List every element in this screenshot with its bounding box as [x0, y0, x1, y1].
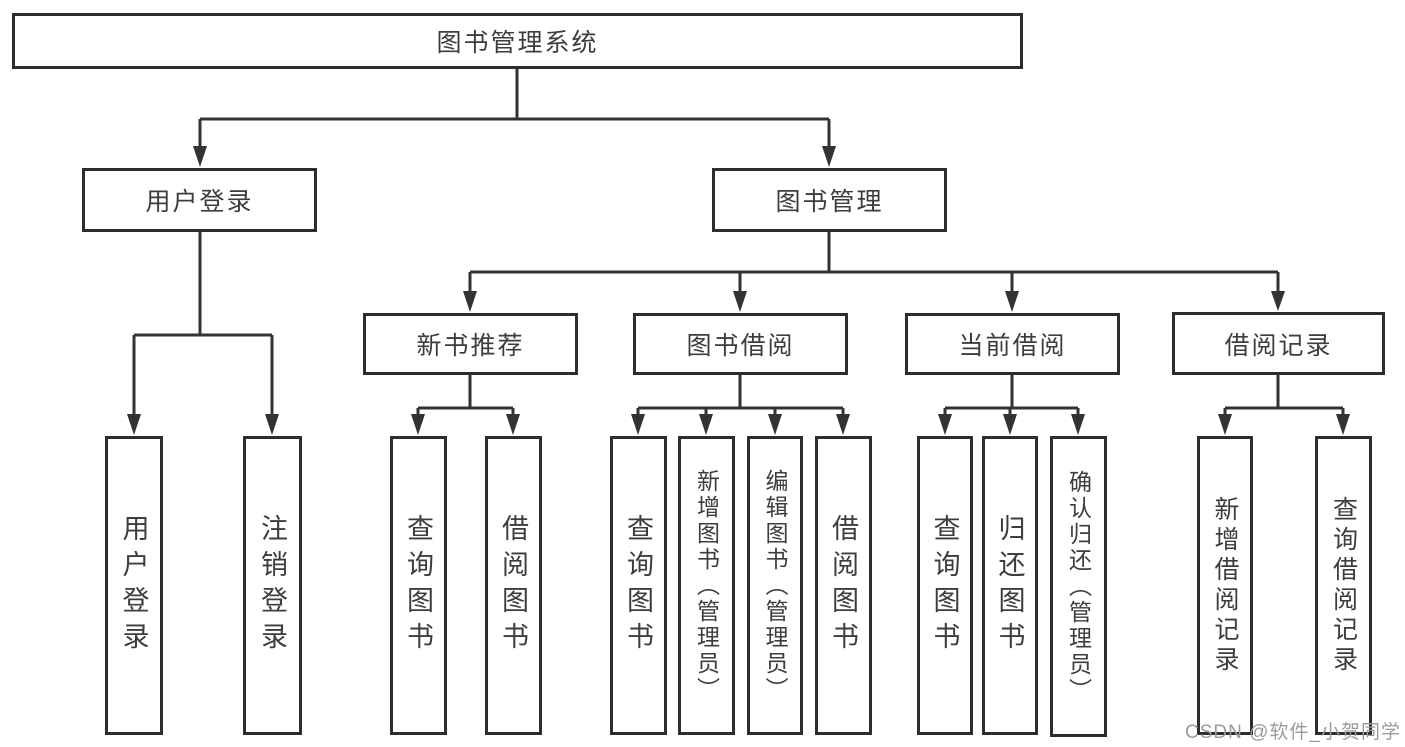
node-book-management-system: 图书管理系统 — [12, 13, 1023, 69]
leaf-query-books-current: 查询图书 — [917, 436, 973, 735]
node-user-login: 用户登录 — [82, 168, 317, 232]
connector-user-login-to-leaves — [127, 232, 279, 435]
leaf-user-login: 用户登录 — [105, 436, 163, 735]
leaf-query-books-borrowing: 查询图书 — [610, 436, 667, 735]
leaf-borrow-books-borrowing: 借阅图书 — [815, 436, 872, 735]
leaf-add-borrowing-record: 新增借阅记录 — [1197, 436, 1253, 735]
leaf-return-books: 归还图书 — [982, 436, 1038, 735]
leaf-query-books-recommend: 查询图书 — [390, 436, 447, 735]
connector-book-management-to-level3 — [463, 232, 1285, 312]
connector-current-borrowing-to-leaves — [938, 375, 1085, 435]
connector-book-borrowing-to-leaves — [631, 375, 850, 435]
csdn-watermark: CSDN @软件_小贺同学 — [1185, 722, 1401, 743]
node-new-book-recommend: 新书推荐 — [363, 313, 578, 375]
node-book-borrowing: 图书借阅 — [633, 313, 848, 375]
connector-new-book-recommend-to-leaves — [411, 375, 520, 435]
node-book-management: 图书管理 — [712, 168, 947, 232]
connector-borrowing-records-to-leaves — [1218, 375, 1350, 435]
leaf-edit-books-admin: 编辑图书（管理员） — [747, 436, 803, 735]
leaf-confirm-return-admin: 确认归还（管理员） — [1050, 436, 1107, 737]
leaf-query-borrowing-record: 查询借阅记录 — [1315, 436, 1372, 735]
connector-root-to-level2 — [193, 69, 836, 167]
leaf-logout: 注销登录 — [243, 436, 302, 735]
node-current-borrowing: 当前借阅 — [905, 313, 1120, 375]
leaf-add-books-admin: 新增图书（管理员） — [678, 436, 735, 735]
node-borrowing-records: 借阅记录 — [1172, 312, 1385, 375]
leaf-borrow-books-recommend: 借阅图书 — [485, 436, 542, 735]
